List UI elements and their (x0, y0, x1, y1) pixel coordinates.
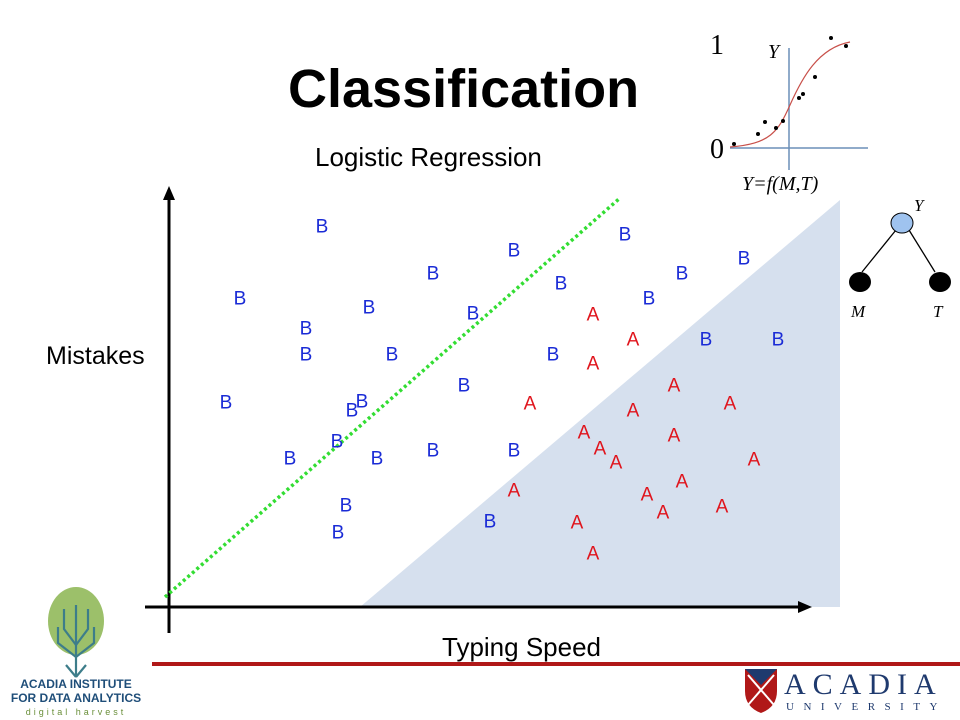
point-class-a: A (570, 512, 584, 534)
x-axis-arrowhead (798, 601, 812, 613)
inset-point (829, 36, 833, 40)
acadia-university-logo: ACADIA UNIVERSITY (745, 668, 947, 713)
inset-point (801, 92, 805, 96)
point-class-a: A (626, 400, 640, 422)
y-axis-arrowhead (163, 186, 175, 200)
point-class-b: B (362, 297, 376, 319)
point-class-b: B (466, 303, 480, 325)
point-class-b: B (283, 448, 297, 470)
point-class-b: B (315, 216, 329, 238)
inset-point (797, 96, 801, 100)
point-class-b: B (426, 263, 440, 285)
point-class-b: B (771, 329, 785, 351)
point-class-b: B (339, 495, 353, 517)
point-class-b: B (426, 440, 440, 462)
class-a-region (360, 200, 840, 607)
point-class-b: B (331, 522, 345, 544)
inset-point (774, 126, 778, 130)
logo-line-3: digital harvest (26, 707, 127, 717)
point-class-b: B (507, 440, 521, 462)
logo-shield-diag2 (747, 674, 775, 706)
x-axis-label: Typing Speed (442, 632, 602, 662)
point-class-a: A (640, 484, 654, 506)
inset-point (781, 119, 785, 123)
point-class-a: A (523, 393, 537, 415)
point-class-a: A (656, 502, 670, 524)
node-t (929, 272, 951, 292)
logo-university-word: UNIVERSITY (786, 701, 947, 713)
logo-shield-cross (745, 669, 777, 685)
point-class-b: B (355, 391, 369, 413)
point-class-b: B (299, 344, 313, 366)
point-class-a: A (609, 452, 623, 474)
point-class-a: A (715, 496, 729, 518)
point-class-b: B (737, 248, 751, 270)
point-class-b: B (219, 392, 233, 414)
point-class-a: A (586, 353, 600, 375)
point-class-a: A (675, 471, 689, 493)
point-class-a: A (577, 422, 591, 444)
inset-point (732, 142, 736, 146)
inset-tick-0: 0 (710, 134, 724, 165)
inset-point (844, 44, 848, 48)
node-y (890, 212, 914, 234)
point-class-b: B (546, 344, 560, 366)
point-class-b: B (699, 329, 713, 351)
edge-y-t (908, 229, 936, 273)
point-class-b: B (642, 288, 656, 310)
edge-y-m (861, 229, 897, 273)
acadia-institute-logo: ACADIA INSTITUTE FOR DATA ANALYTICS digi… (11, 587, 141, 717)
point-class-a: A (507, 480, 521, 502)
point-class-b: B (507, 240, 521, 262)
point-class-a: A (593, 438, 607, 460)
node-m-label: M (850, 302, 866, 321)
logo-tree-icon (56, 605, 96, 678)
point-class-b: B (385, 344, 399, 366)
point-class-a: A (723, 393, 737, 415)
point-class-a: A (747, 449, 761, 471)
point-class-b: B (554, 273, 568, 295)
point-class-b: B (233, 288, 247, 310)
inset-point (756, 132, 760, 136)
graphical-model-inset: Y M T (849, 196, 951, 321)
point-class-a: A (626, 329, 640, 351)
sigmoid-curve (729, 41, 851, 148)
logo-acadia-word: ACADIA (784, 668, 943, 701)
footer-rule (152, 662, 960, 666)
logo-line-2: FOR DATA ANALYTICS (11, 691, 141, 705)
logo-line-1: ACADIA INSTITUTE (20, 677, 132, 691)
inset-y-label: Y (768, 41, 781, 63)
chart-subtitle: Logistic Regression (315, 142, 542, 172)
point-class-a: A (586, 304, 600, 326)
slide-title: Classification (288, 59, 640, 119)
point-class-b: B (330, 431, 344, 453)
node-m (849, 272, 871, 292)
point-class-a: A (586, 543, 600, 565)
point-class-b: B (345, 400, 359, 422)
point-class-b: B (457, 375, 471, 397)
y-axis-label: Mistakes (46, 342, 145, 370)
point-class-b: B (618, 224, 632, 246)
point-class-b: B (299, 318, 313, 340)
inset-data-points (732, 36, 848, 146)
inset-tick-1: 1 (710, 30, 724, 61)
point-class-b: B (370, 448, 384, 470)
point-class-b: B (483, 511, 497, 533)
inset-point (813, 75, 817, 79)
sigmoid-inset: 1 0 Y Y=f(M,T) (710, 30, 868, 195)
point-class-a: A (667, 425, 681, 447)
decision-boundary-line (163, 196, 622, 599)
inset-function-label: Y=f(M,T) (742, 173, 819, 195)
node-y-label: Y (914, 196, 925, 215)
node-t-label: T (933, 302, 944, 321)
inset-point (763, 120, 767, 124)
point-class-b: B (675, 263, 689, 285)
point-class-a: A (667, 375, 681, 397)
